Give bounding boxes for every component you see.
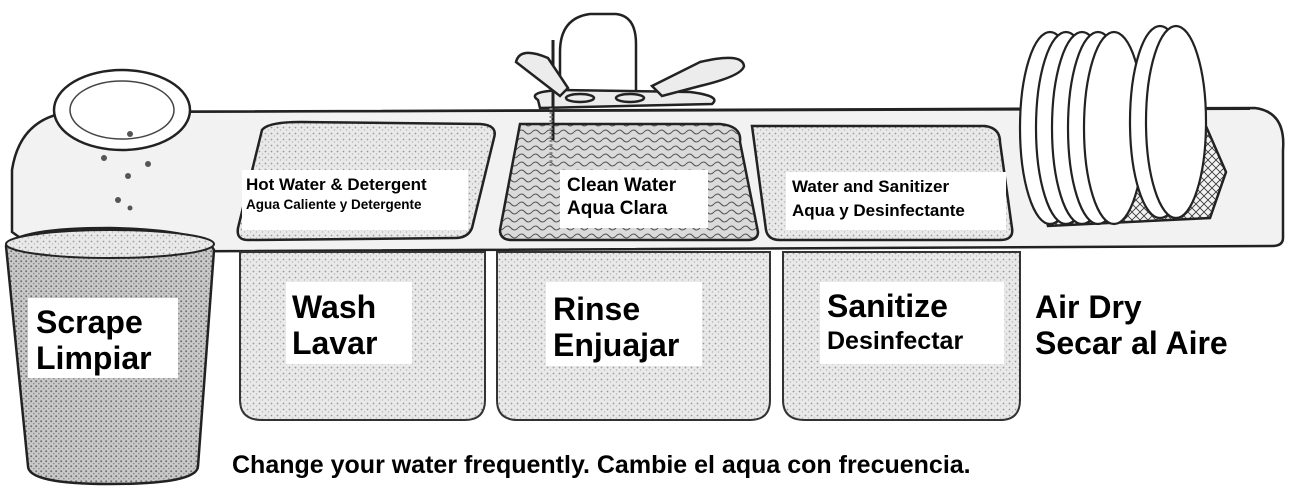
scrape-step-label: Scrape Limpiar xyxy=(36,304,152,377)
air-dry-step-es: Secar al Aire xyxy=(1035,324,1228,361)
rinse-step-en: Rinse xyxy=(553,291,641,327)
wash-caption-es: Agua Caliente y Detergente xyxy=(246,196,422,212)
sanitize-caption: Water and Sanitizer Aqua y Desinfectante xyxy=(792,178,965,220)
footer-note: Change your water frequently. Cambie el … xyxy=(232,451,971,479)
rinse-step-es: Enjuajar xyxy=(553,326,680,363)
sanitize-caption-en: Water and Sanitizer xyxy=(792,177,950,196)
plate xyxy=(52,68,192,152)
sanitize-step-es: Desinfectar xyxy=(827,326,964,355)
wash-step-en: Wash xyxy=(292,289,377,325)
scrape-step-es: Limpiar xyxy=(36,339,152,376)
rinse-caption-en: Clean Water xyxy=(567,175,677,196)
food-scraps xyxy=(101,131,151,211)
air-dry-step-en: Air Dry xyxy=(1035,289,1142,325)
air-dry-step-label: Air Dry Secar al Aire xyxy=(1035,289,1228,362)
wash-step-label: Wash Lavar xyxy=(292,289,378,362)
stacked-plates xyxy=(1018,24,1208,226)
sanitize-caption-es: Aqua y Desinfectante xyxy=(792,200,965,220)
faucet xyxy=(514,12,746,140)
rinse-step-label: Rinse Enjuajar xyxy=(553,291,680,364)
sanitize-step-label: Sanitize Desinfectar xyxy=(827,288,964,355)
sanitize-step-en: Sanitize xyxy=(827,288,948,324)
scrape-step-en: Scrape xyxy=(36,304,143,340)
wash-caption-en: Hot Water & Detergent xyxy=(246,175,427,194)
wash-caption: Hot Water & Detergent Agua Caliente y De… xyxy=(246,176,427,212)
rinse-caption: Clean Water Aqua Clara xyxy=(567,176,676,219)
rinse-caption-es: Aqua Clara xyxy=(567,197,668,219)
wash-step-es: Lavar xyxy=(292,324,378,361)
